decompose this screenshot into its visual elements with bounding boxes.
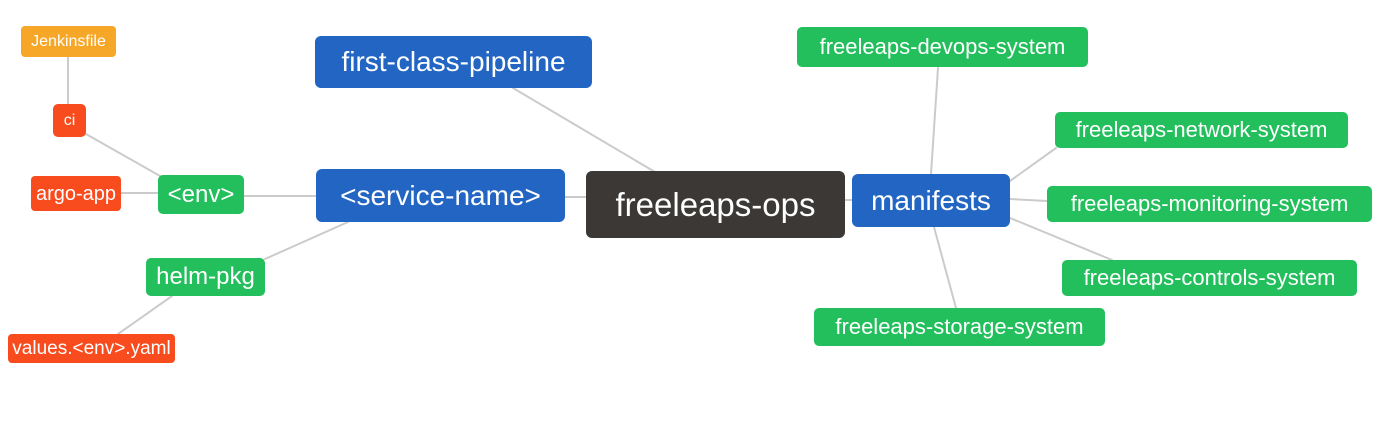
node-freeleaps-devops-system[interactable]: freeleaps-devops-system xyxy=(797,27,1088,67)
edge-ci-env xyxy=(85,133,161,177)
node-freeleaps-controls-system[interactable]: freeleaps-controls-system xyxy=(1062,260,1357,296)
node-argo-app[interactable]: argo-app xyxy=(31,176,121,211)
edge-values-helm-pkg xyxy=(117,295,173,335)
edge-manifests-controls xyxy=(1009,217,1113,261)
node-freeleaps-network-system[interactable]: freeleaps-network-system xyxy=(1055,112,1348,148)
node-ci[interactable]: ci xyxy=(53,104,86,137)
node-env[interactable]: <env> xyxy=(158,175,244,214)
edge-first-class-pipeline-ops xyxy=(512,87,656,173)
edge-manifests-storage xyxy=(933,226,957,309)
node-freeleaps-monitoring-system[interactable]: freeleaps-monitoring-system xyxy=(1047,186,1372,222)
edge-helm-pkg-service-name xyxy=(264,221,349,260)
node-service-name[interactable]: <service-name> xyxy=(316,169,565,222)
node-helm-pkg[interactable]: helm-pkg xyxy=(146,258,265,296)
node-freeleaps-storage-system[interactable]: freeleaps-storage-system xyxy=(814,308,1105,346)
node-values-env-yaml[interactable]: values.<env>.yaml xyxy=(8,334,175,363)
node-first-class-pipeline[interactable]: first-class-pipeline xyxy=(315,36,592,88)
edge-manifests-devops xyxy=(930,67,939,175)
node-freeleaps-ops-root[interactable]: freeleaps-ops xyxy=(586,171,845,238)
node-manifests[interactable]: manifests xyxy=(852,174,1010,227)
node-jenkinsfile[interactable]: Jenkinsfile xyxy=(21,26,116,57)
edge-manifests-monitoring xyxy=(1009,198,1048,202)
edge-manifests-network xyxy=(1009,147,1057,182)
